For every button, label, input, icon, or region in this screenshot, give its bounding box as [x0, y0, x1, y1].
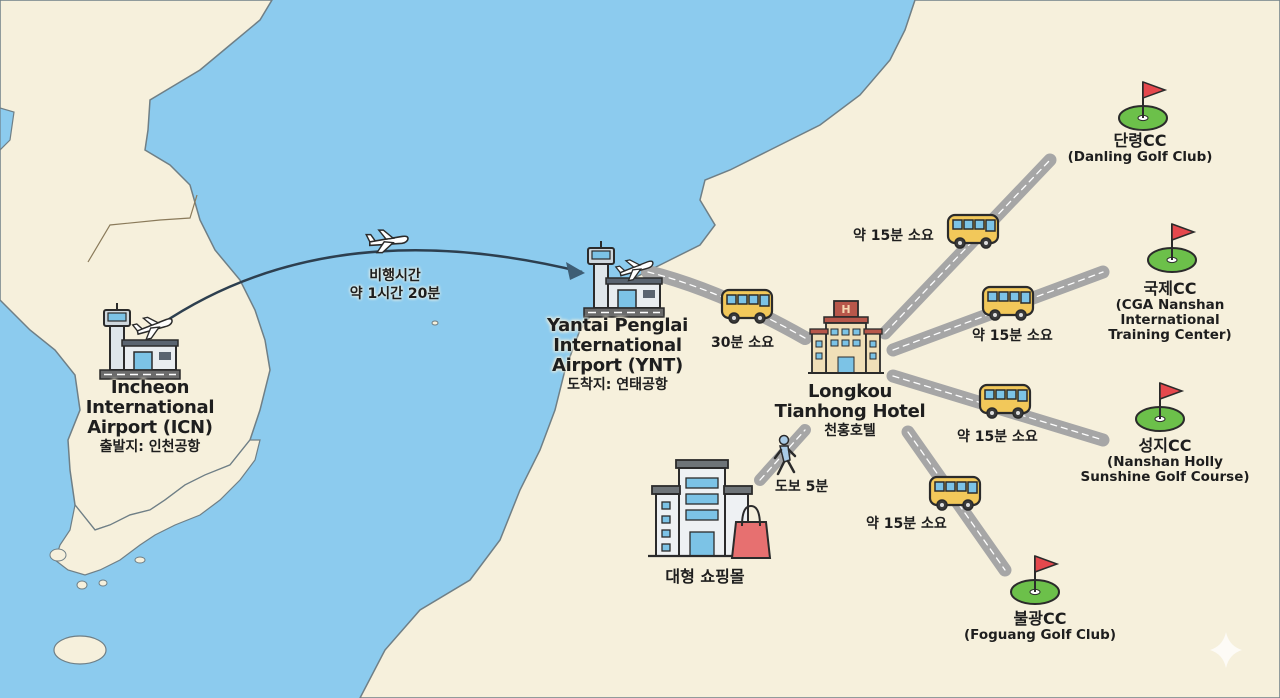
svg-text:H: H: [841, 303, 850, 316]
golf-course-cga-nanshan: 국제CC (CGA Nanshan International Training…: [1085, 280, 1255, 343]
golf-korean: 불광CC: [1013, 609, 1067, 628]
flight-arrowhead: [566, 262, 585, 280]
bus-icon: [946, 213, 1000, 250]
hotel-icon: H: [808, 300, 884, 374]
shopping-mall-name: 대형 쇼핑몰: [665, 567, 745, 586]
golf-travel-time: 약 15분 소요: [972, 328, 1053, 344]
korea-south-coast: [54, 439, 261, 576]
golf-travel-time: 약 15분 소요: [853, 228, 934, 244]
golf-korean: 성지CC: [1138, 436, 1192, 455]
flight-time-label: 비행시간 약 1시간 20분: [340, 268, 450, 303]
flight-time-value: 약 1시간 20분: [349, 285, 441, 302]
shopping-mall-label: 대형 쇼핑몰: [640, 566, 770, 586]
golf-course-nanshan-holly: 성지CC (Nanshan Holly Sunshine Golf Course…: [1065, 437, 1265, 485]
island: [134, 556, 146, 564]
destination-korean: 도착지: 연태공항: [567, 377, 668, 394]
bus-icon: [720, 288, 774, 325]
golf-korean: 단령CC: [1113, 131, 1167, 150]
border-line: [87, 194, 198, 263]
island: [76, 580, 88, 590]
golf-english: (Danling Golf Club): [1067, 148, 1213, 165]
origin-airport-label: Incheon International Airport (ICN) 출발지:…: [60, 377, 240, 456]
walking-person-icon: [773, 434, 797, 476]
jeju-island: [53, 635, 107, 665]
flight-time-title: 비행시간: [369, 268, 421, 284]
golf-korean: 국제CC: [1143, 279, 1197, 298]
origin-korean: 출발지: 인천공항: [99, 439, 201, 456]
destination-name-line1: Yantai Penglai: [547, 315, 688, 336]
hotel-korean: 천홍호텔: [824, 423, 876, 440]
sparkle-icon: [1210, 632, 1242, 668]
golf-english: Sunshine Golf Course): [1080, 469, 1250, 486]
shopping-mall-icon: [648, 459, 772, 559]
hotel-name-line2: Tianhong Hotel: [774, 401, 926, 423]
hotel-name-line1: Longkou: [807, 381, 893, 402]
destination-name-line3: Airport (YNT): [552, 355, 683, 377]
origin-name-line3: Airport (ICN): [87, 417, 213, 439]
golf-english: (Foguang Golf Club): [963, 626, 1116, 643]
golf-english: Training Center): [1108, 327, 1232, 344]
korea-west-inlet: [0, 107, 15, 151]
golf-travel-time: 약 15분 소요: [866, 516, 947, 532]
golf-course-danling: 단령CC (Danling Golf Club): [1050, 132, 1230, 165]
flight-path: [159, 249, 583, 327]
bus-icon: [981, 285, 1035, 322]
bus-icon: [978, 383, 1032, 420]
bus-icon: [928, 475, 982, 512]
island: [49, 548, 67, 562]
origin-name-line2: International: [85, 397, 215, 419]
golf-english: (CGA Nanshan: [1115, 296, 1225, 313]
destination-name-line2: International: [553, 335, 682, 357]
origin-name-line1: Incheon: [110, 377, 190, 398]
golf-english: (Nanshan Holly: [1107, 453, 1223, 470]
golf-english: International: [1120, 312, 1220, 329]
island: [98, 579, 108, 587]
island: [431, 320, 439, 326]
destination-airport-label: Yantai Penglai International Airport (YN…: [530, 315, 705, 394]
airport-to-hotel-time: 30분 소요: [711, 335, 774, 351]
hotel-label: Longkou Tianhong Hotel 천홍호텔: [760, 381, 940, 440]
golf-travel-time: 약 15분 소요: [957, 429, 1038, 445]
golf-course-foguang: 불광CC (Foguang Golf Club): [950, 610, 1130, 643]
walk-time-label: 도보 5분: [775, 479, 829, 495]
